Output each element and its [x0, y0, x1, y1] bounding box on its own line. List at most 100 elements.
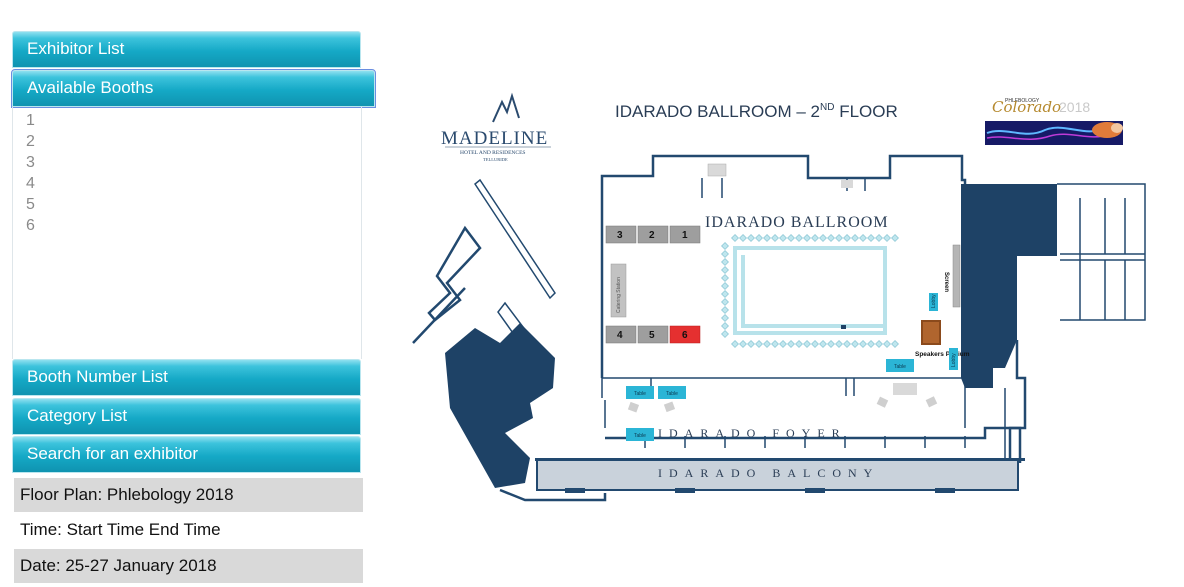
chair [721, 298, 729, 306]
booth-link-5[interactable]: 5 [26, 196, 35, 213]
chair [721, 250, 729, 258]
chair [771, 340, 779, 348]
chair [795, 340, 803, 348]
booth-4[interactable]: 4 [605, 325, 637, 344]
booth-2[interactable]: 2 [637, 225, 669, 244]
booth-1[interactable]: 1 [669, 225, 701, 244]
ballroom-label: IDARADO BALLROOM [705, 214, 889, 231]
lobby-label-2: Lobby [951, 353, 957, 367]
balcony-label: IDARADO BALCONY [658, 466, 879, 480]
chair [739, 340, 747, 348]
booth-link-3[interactable]: 3 [26, 154, 35, 171]
booth-3[interactable]: 3 [605, 225, 637, 244]
madeline-logo: MADELINE HOTEL AND RESIDENCES TELLURIDE [441, 92, 551, 162]
chair [721, 330, 729, 338]
chair [883, 234, 891, 242]
floor-plan-name: Floor Plan: Phlebology 2018 [14, 478, 363, 512]
event-time: Time: Start Time End Time [20, 520, 221, 539]
chair [739, 234, 747, 242]
chair [803, 234, 811, 242]
booth-2-number: 2 [649, 230, 655, 241]
search-exhibitor-header[interactable]: Search for an exhibitor [12, 436, 361, 473]
foyer-furniture [627, 383, 938, 413]
speakers-podium: Speakers Podium [915, 320, 970, 358]
chair [867, 234, 875, 242]
chair [755, 234, 763, 242]
chair [827, 340, 835, 348]
booth-number-list-header[interactable]: Booth Number List [12, 359, 361, 396]
booth-link-4[interactable]: 4 [26, 175, 35, 192]
chair [731, 234, 739, 242]
catering-station: Catering Station [610, 263, 627, 318]
chair [875, 234, 883, 242]
chair [721, 322, 729, 330]
chair [859, 234, 867, 242]
chair [721, 306, 729, 314]
booth-link-2[interactable]: 2 [26, 133, 35, 150]
booth-link-6[interactable]: 6 [26, 217, 35, 234]
table-label: Table [634, 433, 646, 439]
chair [835, 234, 843, 242]
exhibitor-list-header[interactable]: Exhibitor List [12, 31, 361, 68]
chair [779, 234, 787, 242]
sidebar: Exhibitor List Available Booths 1 2 3 4 … [11, 31, 376, 583]
chair [747, 340, 755, 348]
booth-5[interactable]: 5 [637, 325, 669, 344]
chair [819, 340, 827, 348]
chair [721, 266, 729, 274]
lobby-marker-2: Lobby [949, 348, 958, 370]
available-booths-header[interactable]: Available Booths [11, 69, 376, 108]
chair [803, 340, 811, 348]
table-foyer-2: Table [658, 386, 686, 399]
chair [721, 274, 729, 282]
chair [731, 340, 739, 348]
event-small-label: PHLEBOLOGY [1005, 98, 1040, 104]
chair [787, 340, 795, 348]
chair [819, 234, 827, 242]
chair [851, 234, 859, 242]
available-booths-panel: 1 2 3 4 5 6 [12, 107, 362, 359]
chair [763, 234, 771, 242]
chair [851, 340, 859, 348]
chair [827, 234, 835, 242]
phlebology-logo: PHLEBOLOGY Colorado 2018 [985, 98, 1123, 145]
chair [721, 282, 729, 290]
category-list-header[interactable]: Category List [12, 398, 361, 435]
chair [867, 340, 875, 348]
chair [843, 340, 851, 348]
ballroom-walls [600, 154, 967, 400]
chair [721, 314, 729, 322]
booth-link-1[interactable]: 1 [26, 112, 35, 129]
chair [771, 234, 779, 242]
booth-3-number: 3 [617, 230, 623, 241]
floor-plan-svg: IDARADO BALLROOM – 2ND FLOOR MADELINE HO… [412, 92, 1146, 502]
booth-4-number: 4 [617, 330, 623, 341]
foyer-label: IDARADO FOYER [658, 426, 847, 440]
chair [755, 340, 763, 348]
table-foyer-3: Table [626, 428, 654, 441]
chair [811, 340, 819, 348]
chair [721, 258, 729, 266]
floor-plan-title: IDARADO BALLROOM – 2ND FLOOR [615, 102, 898, 121]
chair [883, 340, 891, 348]
chair [787, 234, 795, 242]
hotel-city: TELLURIDE [483, 157, 508, 162]
hotel-subtitle: HOTEL AND RESIDENCES [460, 150, 526, 156]
table-label: Table [634, 391, 646, 397]
table-podium: Table [886, 359, 914, 372]
booth-6-number: 6 [682, 330, 688, 341]
chair [721, 242, 729, 250]
chair [811, 234, 819, 242]
chair [843, 234, 851, 242]
table-label: Table [666, 391, 678, 397]
chair [875, 340, 883, 348]
booth-6[interactable]: 6 [669, 325, 701, 344]
chair [891, 234, 899, 242]
chair [763, 340, 771, 348]
event-year: 2018 [1059, 99, 1090, 115]
catering-label: Catering Station [616, 277, 622, 313]
event-date: Date: 25-27 January 2018 [14, 549, 363, 583]
booth-1-number: 1 [682, 230, 688, 241]
seating-chairs [721, 234, 899, 348]
